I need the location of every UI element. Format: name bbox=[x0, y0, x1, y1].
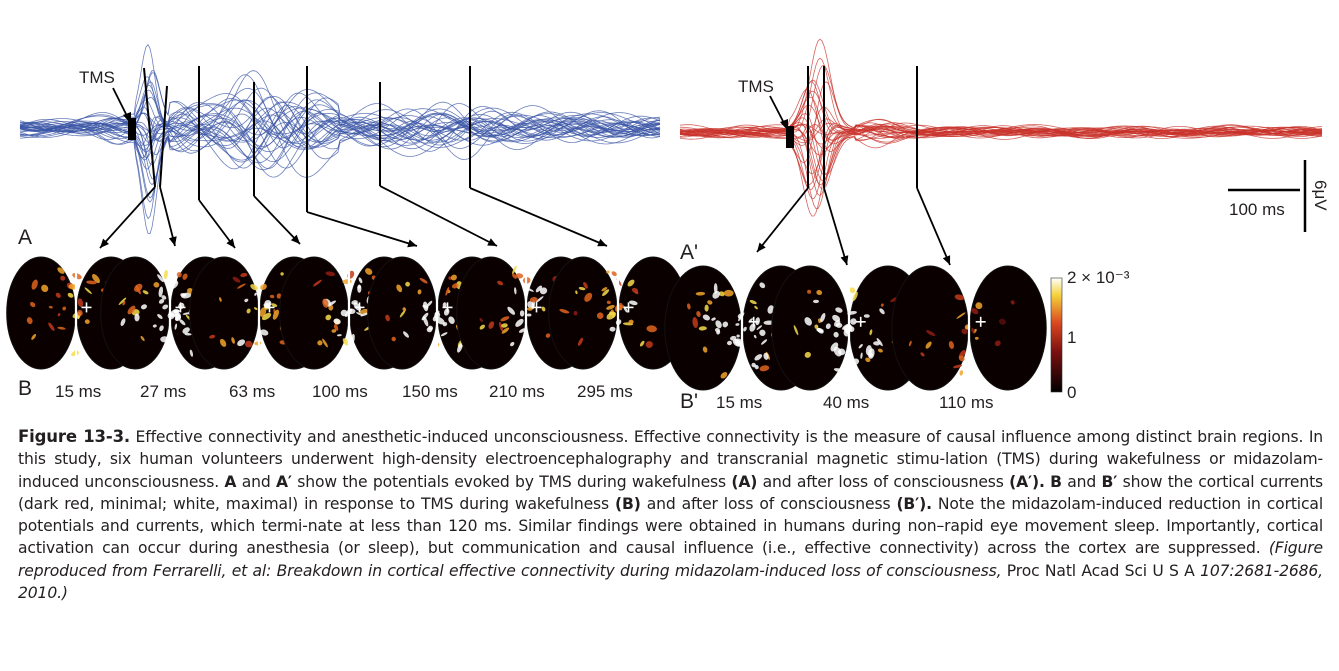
eeg-traces-midazolam bbox=[679, 38, 1323, 217]
caption-text: and after loss of consciousness bbox=[757, 472, 1010, 491]
colorbar-min-label: 0 bbox=[1067, 383, 1077, 402]
scale-amp-label: 6μV bbox=[1311, 180, 1330, 211]
caption-text: and bbox=[1061, 472, 1102, 491]
caption-text: show the potentials evoked by TMS during… bbox=[291, 472, 732, 491]
caption-bold: A′ bbox=[275, 472, 292, 491]
time-label: 63 ms bbox=[229, 382, 276, 401]
time-label: 150 ms bbox=[402, 382, 458, 401]
time-label: 110 ms bbox=[939, 393, 994, 412]
caption-bold: B bbox=[1050, 472, 1062, 491]
caption-bold: (B) bbox=[615, 494, 641, 513]
figure-13-3: TMS TMS A A' B B' 15 ms 27 ms 63 ms 100 … bbox=[6, 38, 1330, 413]
figure-number: Figure 13-3. bbox=[18, 427, 131, 446]
colorbar-mid-label: 1 bbox=[1067, 328, 1077, 347]
figure-graphic bbox=[6, 38, 1323, 393]
citation-text: Proc Natl Acad Sci U S A bbox=[1001, 561, 1201, 580]
cortical-current-maps bbox=[6, 256, 1047, 391]
citation-italic: (Figure reproduced from Ferrarelli, et a… bbox=[18, 539, 1323, 580]
colorbar-max-label: 2 × 10⁻³ bbox=[1067, 268, 1130, 287]
caption-text: Effective connectivity and anesthetic-in… bbox=[18, 428, 1323, 491]
time-markers bbox=[99, 66, 951, 266]
citation-italic: 107:2681-2686, 2010.) bbox=[18, 561, 1323, 603]
caption-bold: (A) bbox=[731, 472, 758, 491]
figure-caption: Figure 13-3. Effective connectivity and … bbox=[18, 426, 1323, 604]
time-label: 15 ms bbox=[716, 393, 763, 412]
caption-bold: (A′). bbox=[1009, 472, 1045, 491]
panel-label-b-prime: B' bbox=[680, 390, 699, 413]
panel-label-b: B bbox=[18, 377, 33, 400]
time-label: 15 ms bbox=[55, 382, 102, 401]
time-label: 100 ms bbox=[312, 382, 368, 401]
caption-text: and bbox=[236, 472, 276, 491]
eeg-traces-wake bbox=[19, 44, 661, 235]
tms-label-a-prime: TMS bbox=[738, 77, 774, 96]
scale-time-label: 100 ms bbox=[1229, 200, 1285, 219]
tms-label-a: TMS bbox=[79, 68, 115, 87]
scale-bar bbox=[1228, 160, 1307, 232]
colorbar bbox=[1050, 277, 1063, 393]
time-label: 295 ms bbox=[577, 382, 633, 401]
caption-text: show the cortical currents (dark red, mi… bbox=[18, 472, 1324, 513]
time-label: 210 ms bbox=[489, 382, 545, 401]
caption-bold: B′ bbox=[1101, 472, 1118, 491]
panel-label-a: A bbox=[18, 226, 33, 249]
caption-bold: A bbox=[224, 472, 237, 491]
time-label: 27 ms bbox=[140, 382, 187, 401]
caption-bold: (B′). bbox=[896, 494, 932, 513]
time-label: 40 ms bbox=[823, 393, 870, 412]
caption-text: and after loss of consciousness bbox=[640, 494, 897, 513]
panel-label-a-prime: A' bbox=[680, 241, 699, 264]
tms-arrows bbox=[112, 87, 788, 131]
caption-text: Note the midazolam-induced reduction in … bbox=[18, 494, 1323, 558]
